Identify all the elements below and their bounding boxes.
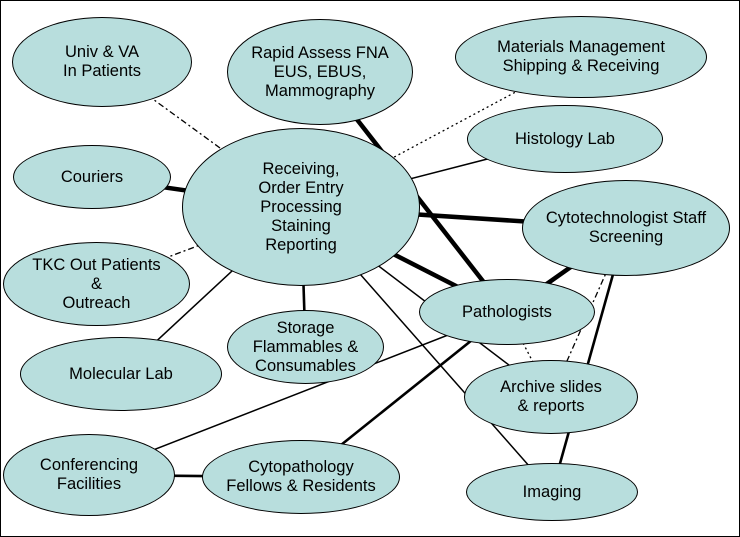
node-cytopathology: Cytopathology Fellows & Residents bbox=[202, 440, 400, 514]
node-couriers-label: Couriers bbox=[60, 167, 124, 186]
node-cytotech: Cytotechnologist Staff Screening bbox=[522, 180, 730, 276]
edge-pathologists-conferencing bbox=[88, 311, 508, 476]
node-receiving: Receiving, Order Entry Processing Staini… bbox=[182, 128, 420, 286]
node-materials: Materials Management Shipping & Receivin… bbox=[455, 16, 707, 98]
node-conferencing: Conferencing Facilities bbox=[3, 434, 175, 516]
node-imaging-label: Imaging bbox=[522, 482, 582, 501]
node-archive-label: Archive slides & reports bbox=[500, 378, 602, 415]
node-pathologists-label: Pathologists bbox=[462, 302, 552, 321]
node-molecular: Molecular Lab bbox=[20, 337, 222, 411]
node-cytotech-label: Cytotechnologist Staff Screening bbox=[545, 209, 707, 246]
node-conferencing-label: Conferencing Facilities bbox=[39, 456, 139, 493]
node-tkc-label: TKC Out Patients & Outreach bbox=[32, 255, 161, 312]
node-storage-label: Storage Flammables & Consumables bbox=[252, 318, 359, 375]
node-archive: Archive slides & reports bbox=[464, 360, 638, 434]
node-receiving-label: Receiving, Order Entry Processing Staini… bbox=[258, 159, 344, 254]
node-histology-label: Histology Lab bbox=[515, 129, 615, 148]
node-univ-va-label: Univ & VA In Patients bbox=[63, 43, 141, 80]
node-rapid-assess-label: Rapid Assess FNA EUS, EBUS, Mammography bbox=[251, 43, 389, 100]
node-tkc: TKC Out Patients & Outreach bbox=[3, 242, 190, 326]
node-couriers: Couriers bbox=[13, 145, 171, 209]
node-pathologists: Pathologists bbox=[419, 279, 595, 345]
node-rapid-assess: Rapid Assess FNA EUS, EBUS, Mammography bbox=[227, 19, 413, 125]
node-molecular-label: Molecular Lab bbox=[69, 364, 173, 383]
node-imaging: Imaging bbox=[466, 463, 638, 521]
node-cytopathology-label: Cytopathology Fellows & Residents bbox=[226, 458, 376, 495]
node-storage: Storage Flammables & Consumables bbox=[227, 310, 384, 384]
node-histology: Histology Lab bbox=[467, 105, 663, 173]
node-univ-va: Univ & VA In Patients bbox=[12, 17, 192, 107]
node-materials-label: Materials Management Shipping & Receivin… bbox=[497, 38, 665, 75]
